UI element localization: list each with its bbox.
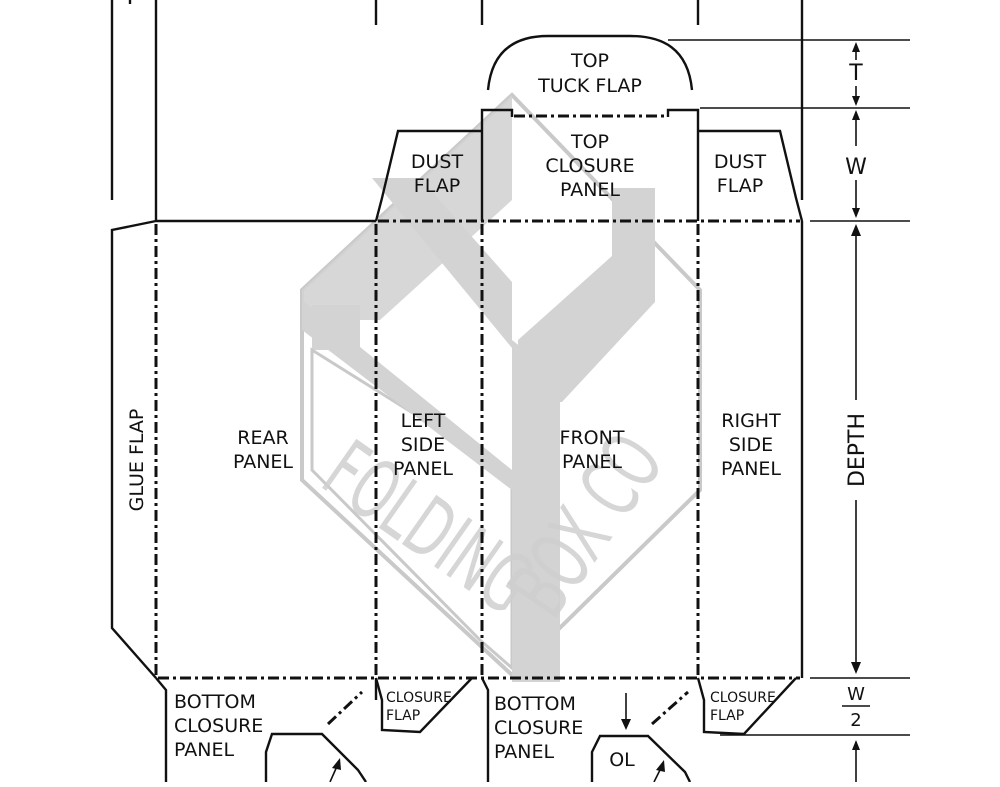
front-panel-line2: PANEL [562,451,622,473]
pointer-left-head [332,758,341,770]
dust-flap-right-outline [698,129,804,222]
bottom-closure-front-line2: CLOSURE [494,717,583,739]
closure-flap-right-line1: CLOSURE [710,690,776,706]
right-side-panel-line1: RIGHT [721,410,781,432]
pointer-front-head [656,760,665,772]
front-panel-line1: FRONT [560,427,625,449]
closure-flap-left-line2: FLAP [386,708,420,724]
left-side-panel-line2: SIDE [401,434,445,456]
tuck-flap-curve [486,34,694,91]
bottom-closure-left-line1: BOTTOM [174,691,256,713]
ol-label: OL [609,749,635,771]
rear-panel-line2: PANEL [233,451,293,473]
dim-w-arrow-down [852,208,860,218]
cut-lines [110,0,804,783]
closure-flap-left-outline [374,677,473,734]
glue-flap-label: GLUE FLAP [126,409,148,512]
bottom-closure-left-tab [264,732,367,783]
dust-flap-right-line2: FLAP [717,175,763,197]
rear-panel-line1: REAR [237,427,288,449]
dim-depth-arrow-up [851,224,861,236]
bottom-closure-front-tab [590,734,692,783]
fold-lines [154,114,800,726]
dust-flap-left-outline [374,129,482,222]
panel-labels: TOP TUCK FLAP TOP CLOSURE PANEL DUST FLA… [126,50,781,771]
dim-t-arrow-up [852,42,860,52]
dim-lower-arrow [852,740,860,750]
closure-flap-right-line2: FLAP [710,708,744,724]
watermark-band [302,300,512,490]
bottom-closure-front-line1: BOTTOM [494,693,576,715]
dim-w-half-denominator: 2 [850,710,861,731]
ol-arrow-head [621,719,631,730]
left-side-panel-line3: PANEL [393,458,453,480]
watermark-arm-right [518,188,655,402]
right-side-panel-line3: PANEL [721,458,781,480]
top-closure-panel-line1: TOP [570,131,609,153]
dim-depth-label: DEPTH [845,413,870,487]
dim-w-arrow-up [852,110,860,120]
watermark-stem [512,340,560,682]
dust-flap-left-line2: FLAP [414,175,460,197]
top-closure-right-edge [666,108,700,221]
bottom-closure-left-line3: PANEL [174,739,234,761]
top-tuck-flap-line2: TUCK FLAP [537,75,642,97]
left-side-panel-line1: LEFT [401,410,446,432]
top-closure-left-edge [480,108,514,221]
dimension-lines: T W DEPTH W 2 [329,39,910,783]
closure-flap-right-outline [696,677,797,736]
top-closure-panel-line2: CLOSURE [545,155,634,177]
dim-t-label: T [848,61,863,86]
dim-t-arrow-down [852,96,860,106]
top-closure-panel-line3: PANEL [560,179,620,201]
dim-w-label: W [845,155,867,180]
watermark-logo: FOLDING BOX CO [300,92,702,682]
bottom-closure-left-line2: CLOSURE [174,715,263,737]
fold-bottom-left-diag [326,690,364,726]
bottom-closure-front-line3: PANEL [494,741,554,763]
fold-bottom-front-diag [651,690,689,726]
dust-flap-left-line1: DUST [411,151,464,173]
dust-flap-right-line1: DUST [714,151,767,173]
bottom-closure-front-outer [480,677,490,782]
dim-w-half-numerator: W [847,684,865,705]
top-tuck-flap-line1: TOP [570,50,609,72]
glue-flap-outline [110,219,157,679]
bottom-closure-left-outer [155,677,168,782]
right-side-panel-line2: SIDE [729,434,773,456]
closure-flap-left-line1: CLOSURE [386,690,452,706]
dim-depth-arrow-down [851,662,861,674]
